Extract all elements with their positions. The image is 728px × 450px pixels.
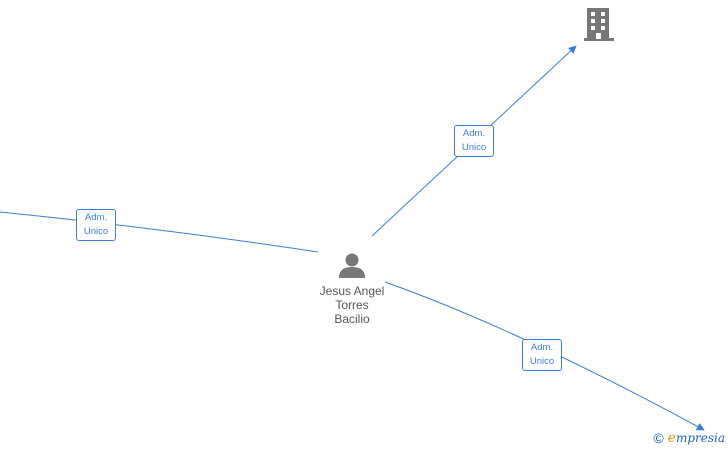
company-node[interactable]: [584, 6, 614, 47]
edge-label-top[interactable]: Adm. Unico: [454, 125, 494, 157]
building-icon: [584, 8, 614, 41]
edge-label-type: Unico: [461, 142, 487, 153]
person-name-line: Torres: [335, 298, 369, 312]
edge-label-role: Adm.: [462, 128, 486, 139]
person-name-line: Bacilio: [334, 312, 370, 326]
brand-name: mpresia: [675, 431, 725, 445]
edge-label-type: Unico: [83, 226, 109, 237]
brand-logo[interactable]: empresia: [668, 430, 725, 446]
brand-initial: e: [667, 430, 676, 446]
edge-label-left[interactable]: Adm. Unico: [76, 209, 116, 241]
edge-label-type: Unico: [529, 356, 555, 367]
edge-label-role: Adm.: [84, 212, 108, 223]
person-icon: [339, 253, 365, 278]
edge-label-bottom[interactable]: Adm. Unico: [522, 339, 562, 371]
copyright-icon: ©: [653, 430, 664, 446]
brand-footer[interactable]: © empresia: [653, 430, 725, 446]
person-name-line: Jesus Angel: [319, 284, 385, 298]
edge-label-role: Adm.: [530, 342, 554, 353]
edge-left[interactable]: [0, 211, 319, 253]
person-node[interactable]: Jesus Angel Torres Bacilio: [318, 251, 386, 326]
